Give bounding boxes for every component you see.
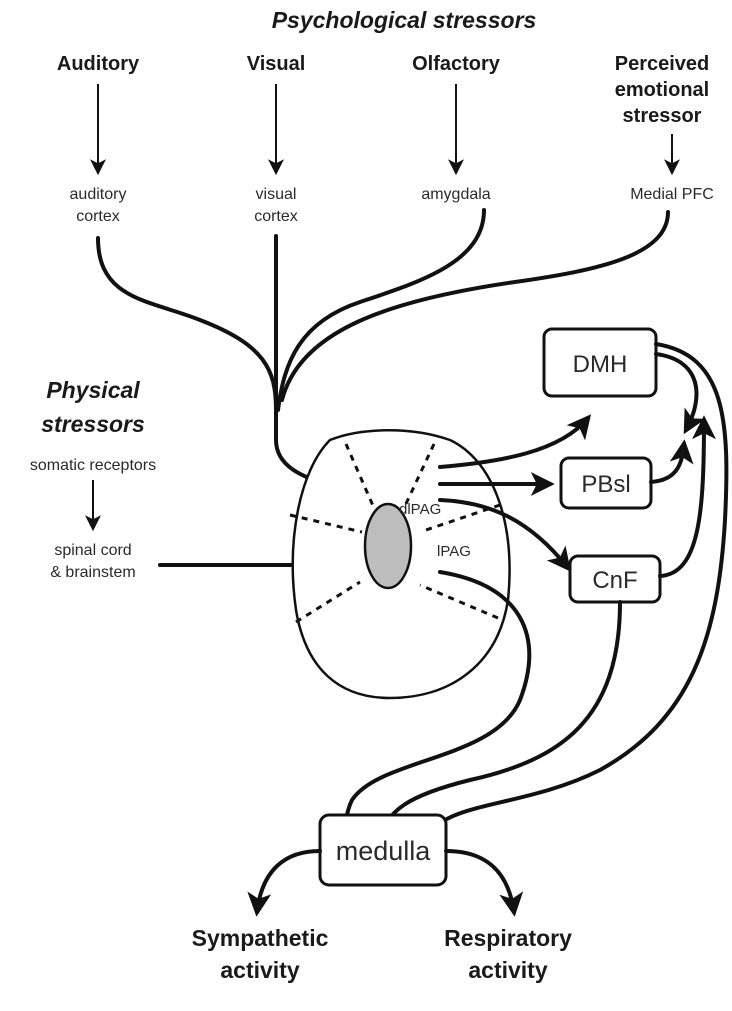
dmh-box [542,327,658,398]
curve-medial-pfc [280,210,670,402]
pag-divider-5 [295,580,361,624]
medial-pfc-label: Medial PFC [630,186,714,203]
sympathetic-line2: activity [220,957,299,983]
lpag-label: lPAG [437,543,471,560]
pag-divider-3 [289,513,363,534]
dlpag-label: dlPAG [399,501,441,518]
perceived-label-line2: emotional [615,79,709,101]
loop-pbsl [649,439,694,484]
respiratory-line2: activity [468,957,547,983]
perceived-label-line3: stressor [623,105,702,127]
curve-amygdala [276,208,486,412]
dmh-label: DMH [573,351,628,378]
aqueduct [363,502,413,590]
cnf-box [568,554,662,604]
pag-divider-6 [419,583,499,620]
arrow-pag-to-dmh [438,414,592,469]
arrow-medulla-to-sympathetic [247,849,322,917]
sympathetic-line1: Sympathetic [192,925,329,951]
psychological-stressors-heading: Psychological stressors [272,7,537,33]
perceived-label-line1: Perceived [615,53,710,75]
loop-cnf [658,415,716,578]
cnf-label: CnF [592,567,637,594]
auditory-cortex-line2: cortex [76,208,120,225]
somatic-receptors-label: somatic receptors [30,457,156,474]
spinal-cord-line2: & brainstem [50,564,135,581]
arrow-dmh-to-medulla [420,342,729,847]
arrow-lpag-to-medulla [331,570,532,847]
auditory-cortex-line1: auditory [70,186,127,203]
olfactory-label: Olfactory [412,53,501,75]
respiratory-line1: Respiratory [444,925,572,951]
medulla-label: medulla [336,836,432,866]
visual-label: Visual [247,53,306,75]
arrow-medulla-to-respiratory [444,849,524,917]
arrow-pag-to-cnf [438,498,571,572]
physical-stressors-line1: Physical [46,377,140,403]
visual-cortex-line1: visual [256,186,297,203]
arrow-cnf-to-medulla [371,600,622,847]
visual-cortex-line2: cortex [254,208,298,225]
pbsl-label: PBsl [581,471,630,498]
spinal-cord-line1: spinal cord [54,542,131,559]
loop-dmh [654,352,706,435]
auditory-label: Auditory [57,53,140,75]
physical-stressors-line2: stressors [41,411,145,437]
amygdala-label: amygdala [421,186,490,203]
curve-auditory-cortex [96,236,278,412]
